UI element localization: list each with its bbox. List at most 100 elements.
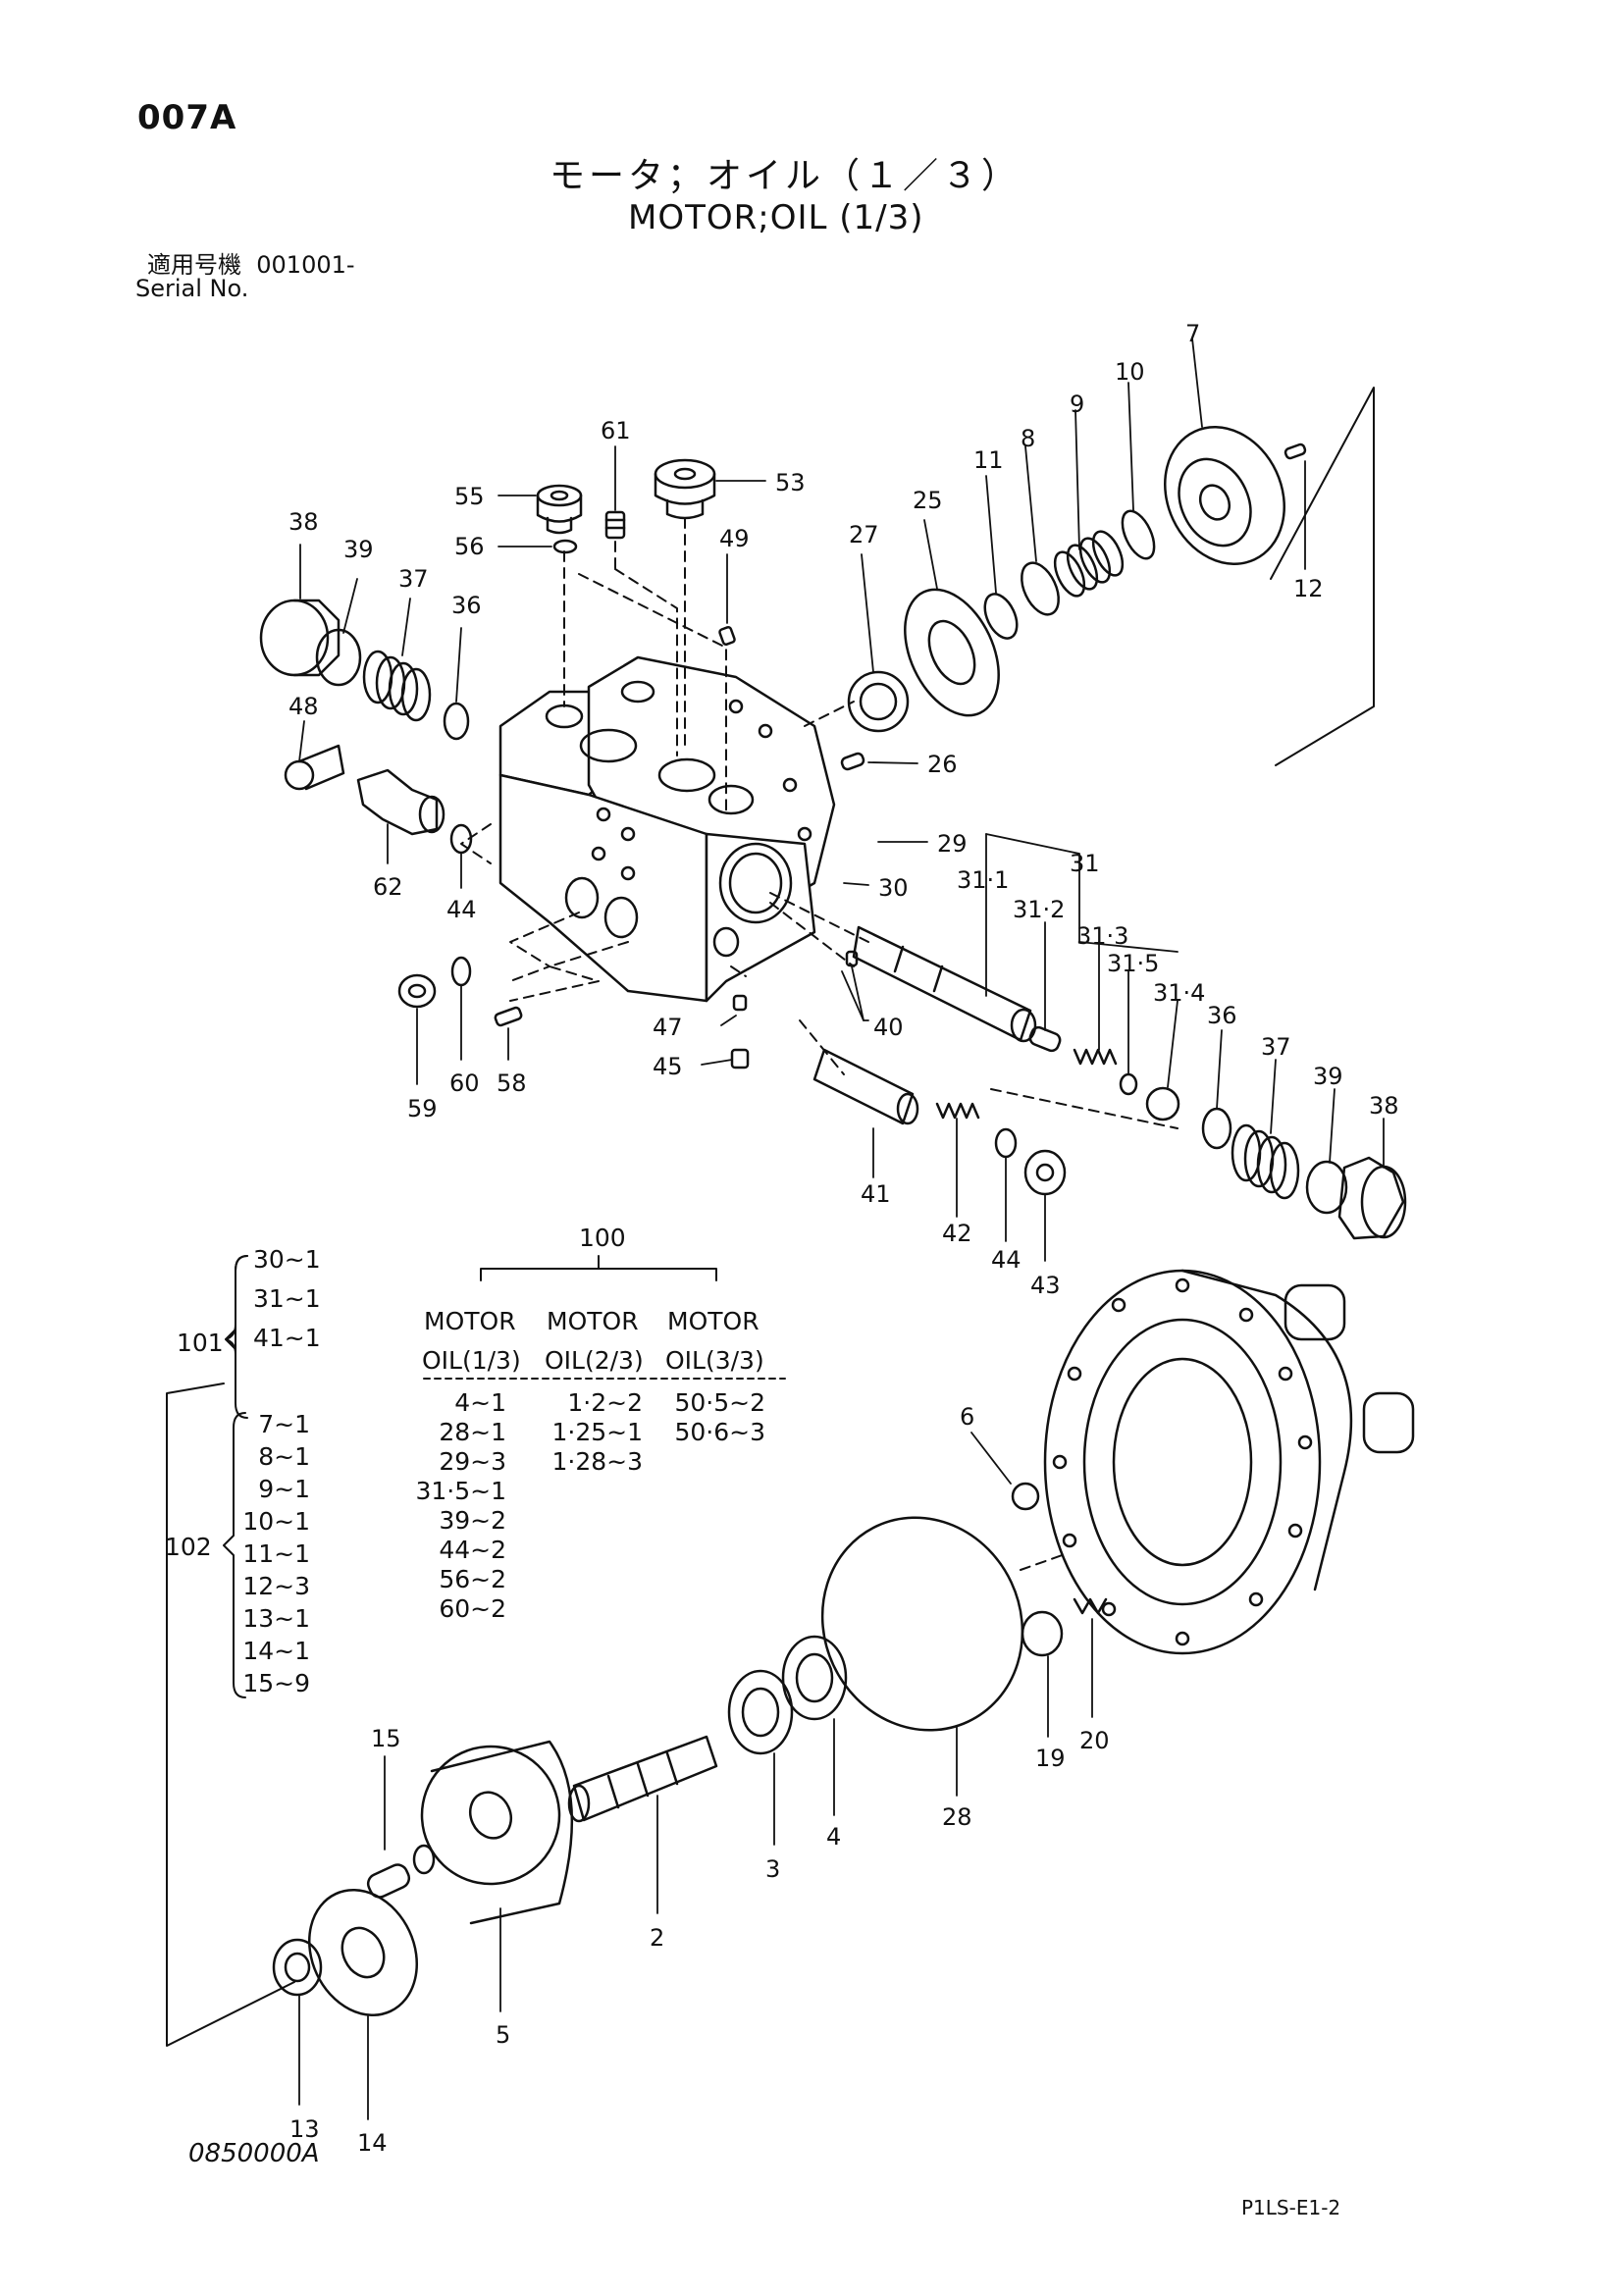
callout-31-5: 31·5 — [1107, 950, 1159, 977]
brake-piston-7-part — [1164, 426, 1285, 565]
plate-25-part — [904, 588, 1000, 717]
sleeve-31-2-part — [1028, 1025, 1062, 1053]
callout-31-3: 31·3 — [1076, 922, 1128, 950]
cylinder-block-5-part — [420, 1740, 574, 1925]
ring-36-left-part — [443, 702, 470, 741]
plug-55-part — [536, 484, 583, 535]
pin-49-part — [718, 626, 736, 646]
callout-9: 9 — [1070, 391, 1084, 418]
plug-43-part — [1023, 1149, 1067, 1196]
page-reference: P1LS-E1-2 — [1241, 2196, 1341, 2219]
callout-31-2: 31·2 — [1013, 896, 1065, 923]
bushing-13-part — [272, 1938, 323, 1997]
callout-5: 5 — [496, 2021, 510, 2049]
kit-100-label: 100 — [579, 1224, 626, 1252]
callout-38-left: 38 — [288, 508, 319, 536]
callout-12: 12 — [1293, 575, 1324, 602]
callout-59: 59 — [407, 1095, 438, 1122]
callout-13: 13 — [289, 2115, 320, 2143]
ball-6-part — [1011, 1482, 1040, 1511]
plug-53-part — [654, 458, 716, 520]
oring-44-left-part — [449, 823, 473, 855]
oring-39-right-part — [1305, 1160, 1348, 1215]
kit-100-col1-item: 60~2 — [439, 1594, 506, 1623]
ring-8-part — [1021, 561, 1060, 616]
kit-100-header-bottom: OIL(2/3) — [545, 1346, 644, 1375]
callout-27: 27 — [849, 521, 879, 548]
bearing-27-part — [847, 670, 910, 733]
callout-49: 49 — [719, 525, 750, 552]
kit-100-header-bottom: OIL(3/3) — [665, 1346, 764, 1375]
kit-102-label: 102 — [165, 1533, 212, 1561]
callout-60: 60 — [449, 1069, 480, 1097]
callout-40: 40 — [873, 1014, 904, 1041]
callout-14: 14 — [357, 2129, 388, 2157]
plug-61-part — [604, 510, 626, 540]
kit-100-col1-item: 31·5~1 — [415, 1477, 506, 1505]
kit-100-header-top: MOTOR — [547, 1307, 639, 1335]
kit-100-header-bottom: OIL(1/3) — [422, 1346, 521, 1375]
kit-102-item: 9~1 — [258, 1475, 310, 1503]
callout-28: 28 — [942, 1803, 972, 1831]
bolt-48-part — [284, 744, 345, 791]
serial-line: 適用号機 001001- — [147, 245, 355, 280]
callout-36-left: 36 — [451, 592, 482, 619]
spring-42-part — [935, 1102, 980, 1120]
bearing-4-part — [781, 1635, 848, 1721]
kit-102-item: 8~1 — [258, 1442, 310, 1471]
piston-15-part — [366, 1844, 436, 1899]
kit-100-col1-item: 28~1 — [439, 1418, 506, 1446]
callout-37-right: 37 — [1261, 1033, 1291, 1061]
callout-25: 25 — [913, 487, 943, 514]
plug-38-left-part — [259, 599, 341, 677]
spring-37-left-part — [362, 650, 432, 722]
oring-60-part — [450, 956, 472, 987]
kit-100-col1-item: 44~2 — [439, 1536, 506, 1564]
plug-38-right-part — [1337, 1156, 1407, 1240]
callout-2: 2 — [650, 1924, 664, 1952]
kit-101-item: 31~1 — [253, 1284, 321, 1313]
callout-29: 29 — [937, 830, 968, 858]
callout-26: 26 — [927, 751, 958, 778]
pin-12-part — [1283, 443, 1307, 460]
kit-101-item: 41~1 — [253, 1324, 321, 1352]
ring-36-right-part — [1201, 1107, 1232, 1150]
kit-100-col1-item: 39~2 — [439, 1506, 506, 1535]
kit-100-col1-item: 29~3 — [439, 1447, 506, 1476]
drawing-number: 0850000A — [188, 2139, 320, 2168]
retainer-plate-14-part — [307, 1889, 419, 2016]
kit-100-header-top: MOTOR — [667, 1307, 760, 1335]
callout-55: 55 — [454, 483, 485, 510]
callout-31-1: 31·1 — [957, 866, 1009, 894]
callout-4: 4 — [826, 1823, 841, 1851]
oring-56-part — [552, 539, 578, 554]
plug-58-part — [494, 1006, 523, 1027]
spool-41-part — [812, 1048, 919, 1125]
callout-44-right: 44 — [991, 1246, 1022, 1274]
callout-30: 30 — [878, 874, 909, 902]
callout-44-left: 44 — [446, 896, 477, 923]
callout-41: 41 — [861, 1180, 891, 1208]
callout-39-right: 39 — [1313, 1063, 1343, 1090]
callout-47: 47 — [653, 1014, 683, 1041]
callout-8: 8 — [1021, 425, 1035, 452]
serial-label-ja: 適用号機 — [147, 251, 241, 279]
pin-26-part — [840, 752, 865, 771]
callout-38-right: 38 — [1369, 1092, 1399, 1120]
callout-37-left: 37 — [398, 565, 429, 593]
kit-102-item: 10~1 — [242, 1507, 310, 1536]
plug-45-part — [730, 1048, 750, 1069]
kit-102-item: 13~1 — [242, 1604, 310, 1633]
callout-31: 31 — [1070, 850, 1100, 877]
kit-102-item: 7~1 — [258, 1410, 310, 1438]
kit-100-col1-item: 56~2 — [439, 1565, 506, 1593]
callout-19: 19 — [1035, 1745, 1066, 1772]
plug-47-part — [732, 994, 748, 1012]
valve-body-part — [498, 655, 836, 1003]
callout-48: 48 — [288, 693, 319, 720]
kit-100-col2-item: 1·28~3 — [551, 1447, 643, 1476]
callout-62: 62 — [373, 873, 403, 901]
callout-36-right: 36 — [1207, 1002, 1237, 1029]
callout-15: 15 — [371, 1725, 401, 1752]
kit-102-item: 15~9 — [242, 1669, 310, 1697]
